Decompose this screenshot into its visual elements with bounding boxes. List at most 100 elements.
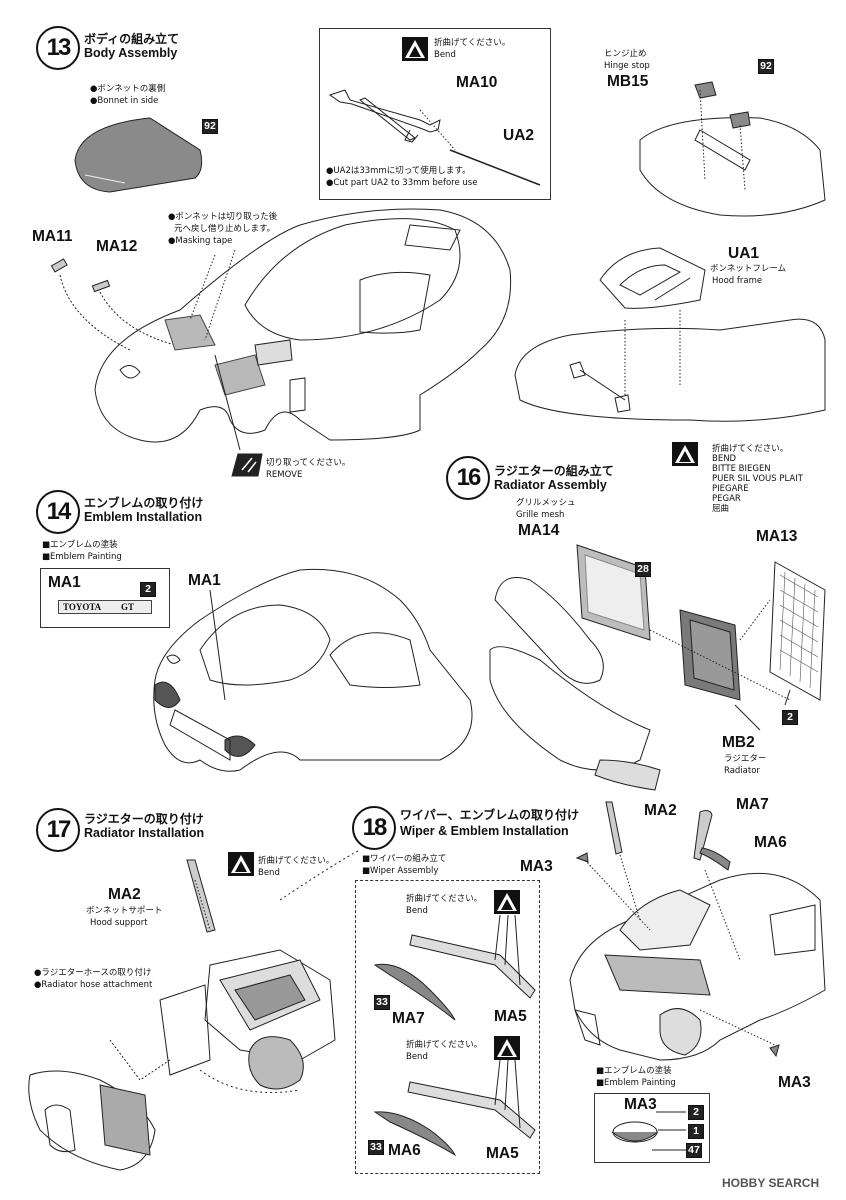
part-label-ma1: MA1 bbox=[48, 574, 81, 591]
part-label-ma3: MA3 bbox=[520, 858, 553, 875]
color-badge-2: 2 bbox=[782, 710, 798, 725]
part-label-mb2: MB2 bbox=[722, 734, 755, 751]
color-badge-92: 92 bbox=[202, 119, 218, 134]
ua2-note-en: ●Cut part UA2 to 33mm before use bbox=[326, 178, 478, 188]
hose-note-en: ●Radiator hose attachment bbox=[34, 980, 153, 990]
part-label-ma13: MA13 bbox=[756, 528, 798, 545]
bend-legend-line: 折曲げてください。 bbox=[712, 444, 789, 454]
ma3-emblem-box bbox=[594, 1093, 710, 1163]
part-label-ma10: MA10 bbox=[456, 74, 498, 91]
color-badge-33: 33 bbox=[374, 995, 390, 1010]
radiator-jp: ラジエター bbox=[724, 754, 767, 764]
bend-legend-line: PEGAR bbox=[712, 494, 741, 504]
bend-note-jp: 折曲げてください。 bbox=[434, 38, 511, 48]
part-label-ma7: MA7 bbox=[392, 1010, 425, 1027]
color-badge-1: 1 bbox=[688, 1124, 704, 1139]
part-label-ma6: MA6 bbox=[754, 834, 787, 851]
bend-legend-line: PIEGARE bbox=[712, 484, 749, 494]
part-label-mb15: MB15 bbox=[607, 73, 649, 90]
watermark-text: HOBBY SEARCH bbox=[722, 1176, 820, 1190]
step18-title-en: Wiper & Emblem Installation bbox=[400, 824, 569, 838]
emblem-paint-en: ■Emblem Painting bbox=[596, 1078, 676, 1088]
hinge-note-jp: ヒンジ止め bbox=[604, 49, 647, 59]
color-badge-33: 33 bbox=[368, 1140, 384, 1155]
masking-note-en: ●Masking tape bbox=[168, 236, 233, 246]
emblem-text: TOYOTA bbox=[63, 602, 101, 612]
wiper-assembly-en: ■Wiper Assembly bbox=[362, 866, 439, 876]
step18-title-jp: ワイパー、エンブレムの取り付け bbox=[400, 808, 580, 822]
ma1-emblem-box bbox=[40, 568, 170, 628]
ma10-detail-box bbox=[319, 28, 551, 200]
remove-note-jp: 切り取ってください。 bbox=[266, 458, 351, 468]
bend-icon bbox=[494, 1036, 520, 1060]
color-badge-2: 2 bbox=[688, 1105, 704, 1120]
ua2-note-jp: ●UA2は33mmに切って使用します。 bbox=[326, 166, 471, 176]
step-number-17: 17 bbox=[36, 808, 80, 852]
hood-support-jp: ボンネットサポート bbox=[86, 906, 163, 916]
color-badge-92: 92 bbox=[758, 59, 774, 74]
part-label-ma5: MA5 bbox=[486, 1145, 519, 1162]
emblem-text-gt: GT bbox=[120, 602, 134, 612]
part-label-ma5: MA5 bbox=[494, 1008, 527, 1025]
masking-note-jp2: 元へ戻し借り止めします。 bbox=[174, 224, 276, 234]
emblem-paint-jp: ■エンブレムの塗装 bbox=[596, 1066, 672, 1076]
bend-legend-line: 屈曲 bbox=[712, 504, 730, 514]
bend-note-en: Bend bbox=[258, 868, 280, 878]
step-number-16: 16 bbox=[446, 456, 490, 500]
step16-title-jp: ラジエターの組み立て bbox=[494, 464, 614, 478]
step-number-14: 14 bbox=[36, 490, 80, 534]
bend-note-en: Bend bbox=[434, 50, 456, 60]
bend-legend-line: BITTE BIEGEN bbox=[712, 464, 771, 474]
bend-note-jp: 折曲げてください。 bbox=[406, 1040, 483, 1050]
part-label-ma3: MA3 bbox=[778, 1074, 811, 1091]
part-label-ma2: MA2 bbox=[108, 886, 141, 903]
color-badge-2: 2 bbox=[140, 582, 156, 597]
hinge-note-en: Hinge stop bbox=[604, 61, 650, 71]
part-label-ma11: MA11 bbox=[32, 228, 73, 245]
color-badge-47: 47 bbox=[686, 1143, 702, 1158]
remove-note-en: REMOVE bbox=[266, 470, 303, 480]
bend-icon bbox=[228, 852, 254, 876]
bend-legend-line: BEND bbox=[712, 454, 737, 464]
step-number-13: 13 bbox=[36, 26, 80, 70]
step14-title-jp: エンブレムの取り付け bbox=[84, 496, 204, 510]
step13-title-jp: ボディの組み立て bbox=[84, 32, 180, 46]
bend-note-jp: 折曲げてください。 bbox=[406, 894, 483, 904]
step-number-18: 18 bbox=[352, 806, 396, 850]
part-label-ma1: MA1 bbox=[188, 572, 221, 589]
part-label-ma14: MA14 bbox=[518, 522, 560, 539]
part-label-ua2: UA2 bbox=[503, 127, 535, 144]
bend-note-jp: 折曲げてください。 bbox=[258, 856, 335, 866]
step16-title-en: Radiator Assembly bbox=[494, 478, 607, 492]
part-label-ua1: UA1 bbox=[728, 245, 760, 262]
bonnet-note-jp: ●ボンネットの裏側 bbox=[90, 84, 166, 94]
grille-mesh-en: Grille mesh bbox=[516, 510, 565, 520]
bend-legend-icon bbox=[672, 442, 698, 466]
hood-frame-jp: ボンネットフレーム bbox=[710, 264, 787, 274]
bend-legend-line: PUER SIL VOUS PLAIT bbox=[712, 474, 803, 484]
part-label-ma12: MA12 bbox=[96, 238, 138, 255]
step17-title-en: Radiator Installation bbox=[84, 826, 205, 840]
bend-icon bbox=[402, 37, 428, 61]
emblem-paint-en: ■Emblem Painting bbox=[42, 552, 122, 562]
step13-title-en: Body Assembly bbox=[84, 46, 178, 60]
hood-frame-en: Hood frame bbox=[712, 276, 763, 286]
masking-note-jp1: ●ボンネットは切り取った後 bbox=[168, 212, 278, 222]
part-label-ma6: MA6 bbox=[388, 1142, 421, 1159]
toyota-emblem: TOYOTA GT bbox=[58, 600, 152, 614]
hose-note-jp: ●ラジエターホースの取り付け bbox=[34, 968, 152, 978]
hood-support-en: Hood support bbox=[90, 918, 148, 928]
emblem-paint-jp: ■エンブレムの塗装 bbox=[42, 540, 118, 550]
bend-note-en: Bend bbox=[406, 1052, 428, 1062]
part-label-ma3: MA3 bbox=[624, 1096, 657, 1113]
watermark: HOBBY SEARCH bbox=[722, 1176, 819, 1190]
radiator-en: Radiator bbox=[724, 766, 760, 776]
part-label-ma2: MA2 bbox=[644, 802, 677, 819]
bend-note-en: Bend bbox=[406, 906, 428, 916]
bend-legend: 折曲げてください。 BEND BITTE BIEGEN PUER SIL VOU… bbox=[712, 444, 803, 514]
wiper-assembly-box bbox=[355, 880, 540, 1174]
step14-title-en: Emblem Installation bbox=[84, 510, 203, 524]
grille-mesh-jp: グリルメッシュ bbox=[516, 498, 576, 508]
step17-title-jp: ラジエターの取り付け bbox=[84, 812, 204, 826]
